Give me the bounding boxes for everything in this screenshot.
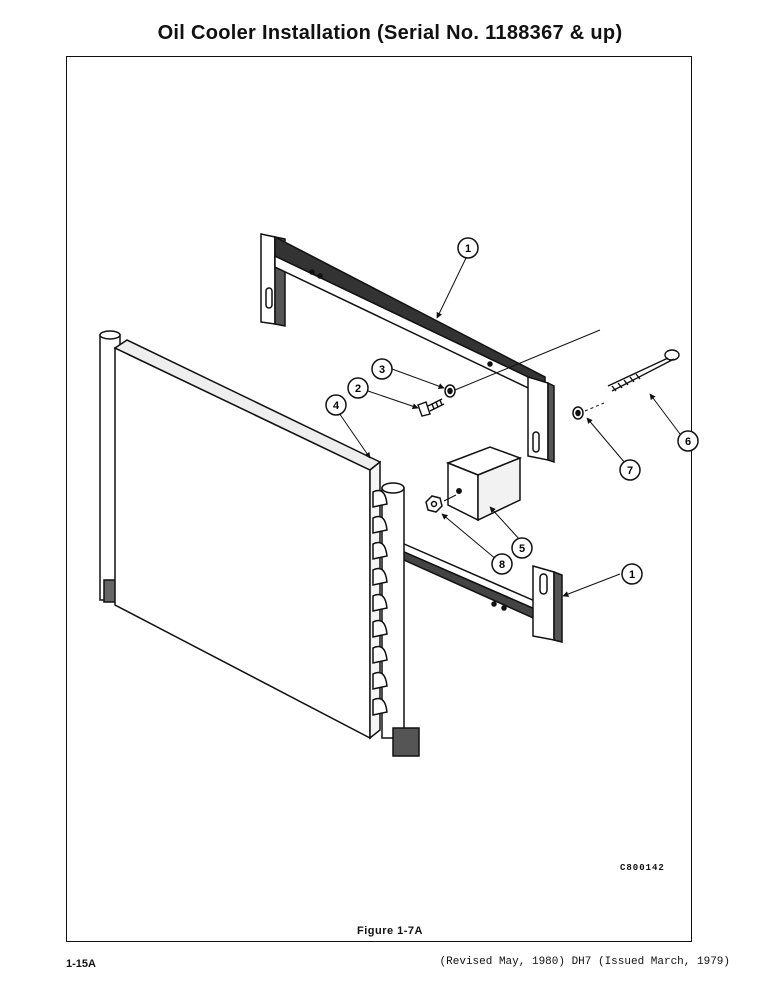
oil-cooler-core xyxy=(99,330,420,757)
callout-3: 3 xyxy=(371,358,393,380)
spacer-block xyxy=(445,446,523,522)
page-number: 1-15A xyxy=(66,958,96,970)
callout-6-label: 6 xyxy=(685,436,691,448)
assembly-center-lines xyxy=(443,329,605,502)
callout-6: 6 xyxy=(677,430,699,452)
page-title: Oil Cooler Installation (Serial No. 1188… xyxy=(157,22,623,44)
top-mounting-bracket xyxy=(260,233,555,464)
callout-3-label: 3 xyxy=(379,364,385,376)
callout-5: 5 xyxy=(511,537,533,559)
bottom-mounting-bracket xyxy=(394,538,563,643)
callout-1-top: 1 xyxy=(457,237,479,259)
callout-8: 8 xyxy=(491,553,513,575)
carriage-bolt xyxy=(607,349,680,392)
callout-2: 2 xyxy=(347,377,369,399)
hex-nut xyxy=(425,495,443,513)
revision-note: (Revised May, 1980) DH7 (Issued March, 1… xyxy=(439,956,730,968)
cap-screw xyxy=(417,398,445,417)
callout-1-bottom-label: 1 xyxy=(629,569,635,581)
callout-7: 7 xyxy=(619,459,641,481)
figure-caption: Figure 1-7A xyxy=(356,925,423,937)
callout-4: 4 xyxy=(325,394,347,416)
callout-4-label: 4 xyxy=(333,400,340,412)
callout-8-label: 8 xyxy=(499,559,505,571)
callout-1-bottom: 1 xyxy=(621,563,643,585)
callout-2-label: 2 xyxy=(355,383,361,395)
lock-washer xyxy=(444,384,456,398)
leader-lines xyxy=(338,257,681,597)
callout-1-top-label: 1 xyxy=(465,243,471,255)
flat-washer xyxy=(572,406,584,420)
callout-7-label: 7 xyxy=(627,465,633,477)
figure-frame xyxy=(66,56,692,942)
callout-5-label: 5 xyxy=(519,543,525,555)
drawing-number: C800142 xyxy=(620,863,665,873)
